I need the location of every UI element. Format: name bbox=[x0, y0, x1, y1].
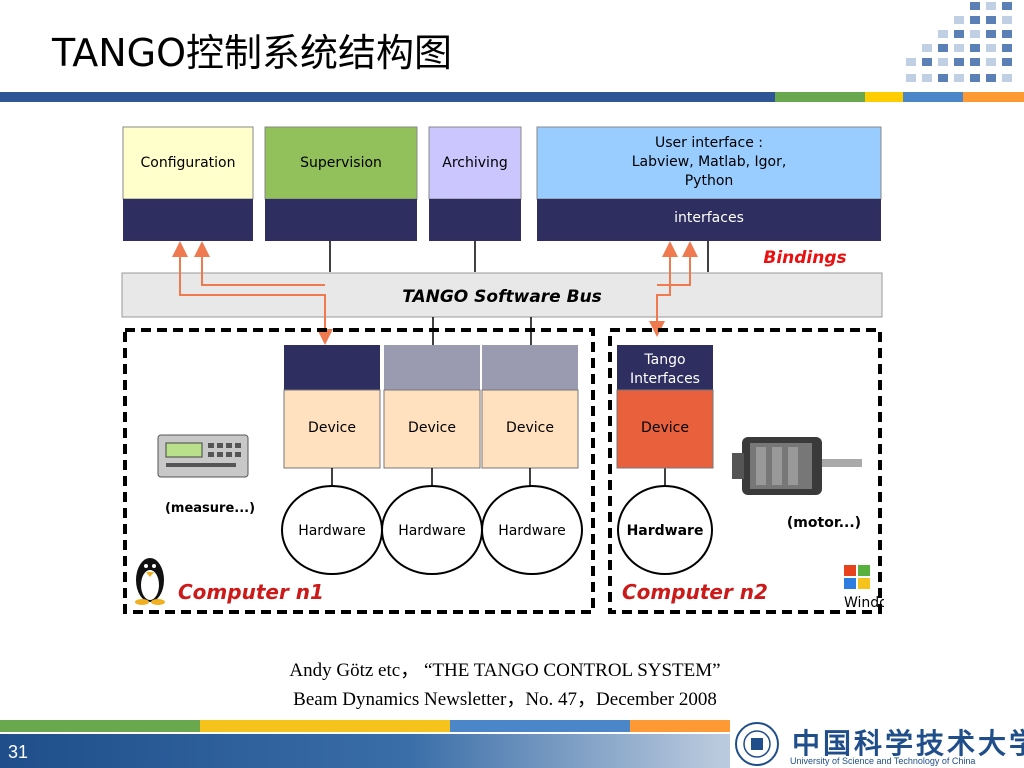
software-bus-label: TANGO Software Bus bbox=[402, 287, 602, 307]
hardware-n2-label: Hardware bbox=[627, 523, 704, 539]
configuration-base bbox=[123, 199, 253, 241]
archiving-box bbox=[428, 126, 522, 200]
computer-n1-label: Computer n1 bbox=[178, 580, 324, 604]
tango-architecture-diagram: Configuration Supervision Archiving User… bbox=[121, 126, 884, 614]
windows-logo-icon bbox=[844, 565, 870, 589]
device-2-label: Device bbox=[408, 420, 456, 436]
device-n2-label: Device bbox=[641, 420, 689, 436]
hardware-3-label: Hardware bbox=[498, 523, 566, 539]
bindings-label: Bindings bbox=[763, 248, 846, 268]
page-number: 31 bbox=[8, 742, 29, 762]
hardware-3 bbox=[481, 485, 583, 575]
device-1 bbox=[283, 389, 381, 469]
device-2-header bbox=[384, 345, 480, 390]
university-name-en: University of Science and Technology of … bbox=[790, 756, 976, 766]
motor-label: (motor...) bbox=[787, 515, 861, 531]
citation-line-2: Beam Dynamics Newsletter，No. 47，December… bbox=[293, 689, 717, 710]
device-2 bbox=[383, 389, 481, 469]
configuration-label: Configuration bbox=[141, 155, 236, 171]
user-interface-label-1: User interface : bbox=[655, 135, 763, 151]
university-seal-icon bbox=[735, 722, 779, 766]
device-1-label: Device bbox=[308, 420, 356, 436]
device-1-header bbox=[284, 345, 380, 390]
hardware-1-label: Hardware bbox=[298, 523, 366, 539]
user-interface-base bbox=[537, 199, 881, 241]
device-3 bbox=[481, 389, 579, 469]
slide-title: TANGO控制系统结构图 bbox=[52, 31, 453, 75]
citation-line-1: Andy Götz etc， “THE TANGO CONTROL SYSTEM… bbox=[289, 660, 721, 681]
computer-n1-boundary bbox=[123, 328, 595, 614]
device-3-header bbox=[482, 345, 578, 390]
hardware-2-label: Hardware bbox=[398, 523, 466, 539]
university-logo-area bbox=[730, 718, 1024, 768]
citation: Andy Götz etc， “THE TANGO CONTROL SYSTEM… bbox=[180, 656, 830, 714]
measure-label: (measure...) bbox=[165, 501, 255, 516]
tango-interfaces-label-1: Tango bbox=[643, 352, 685, 368]
tango-interfaces-label-2: Interfaces bbox=[630, 371, 700, 387]
header-color-bar bbox=[0, 92, 1024, 102]
device-3-label: Device bbox=[506, 420, 554, 436]
windows-label: Windows bbox=[844, 595, 884, 611]
computer-n2-label: Computer n2 bbox=[622, 580, 768, 604]
user-interface-label-2: Labview, Matlab, Igor, bbox=[632, 154, 787, 170]
motor-icon bbox=[732, 437, 862, 495]
device-n2 bbox=[616, 389, 714, 469]
measurement-instrument-icon bbox=[157, 434, 249, 478]
tango-interfaces-box bbox=[617, 345, 713, 390]
user-interface-box bbox=[536, 126, 882, 200]
computer-n2-boundary bbox=[608, 328, 882, 614]
archiving-base bbox=[429, 199, 521, 241]
supervision-box bbox=[264, 126, 418, 200]
supervision-label: Supervision bbox=[300, 155, 382, 171]
supervision-base bbox=[265, 199, 417, 241]
linux-penguin-icon bbox=[135, 558, 165, 605]
configuration-box bbox=[122, 126, 254, 200]
user-interface-label-3: Python bbox=[685, 173, 734, 189]
archiving-label: Archiving bbox=[442, 155, 507, 171]
pixel-grid-decoration bbox=[906, 2, 1012, 82]
university-name-cn: 中国科学技术大学 bbox=[792, 727, 1024, 760]
hardware-n2 bbox=[617, 485, 713, 575]
interfaces-label: interfaces bbox=[674, 210, 744, 226]
